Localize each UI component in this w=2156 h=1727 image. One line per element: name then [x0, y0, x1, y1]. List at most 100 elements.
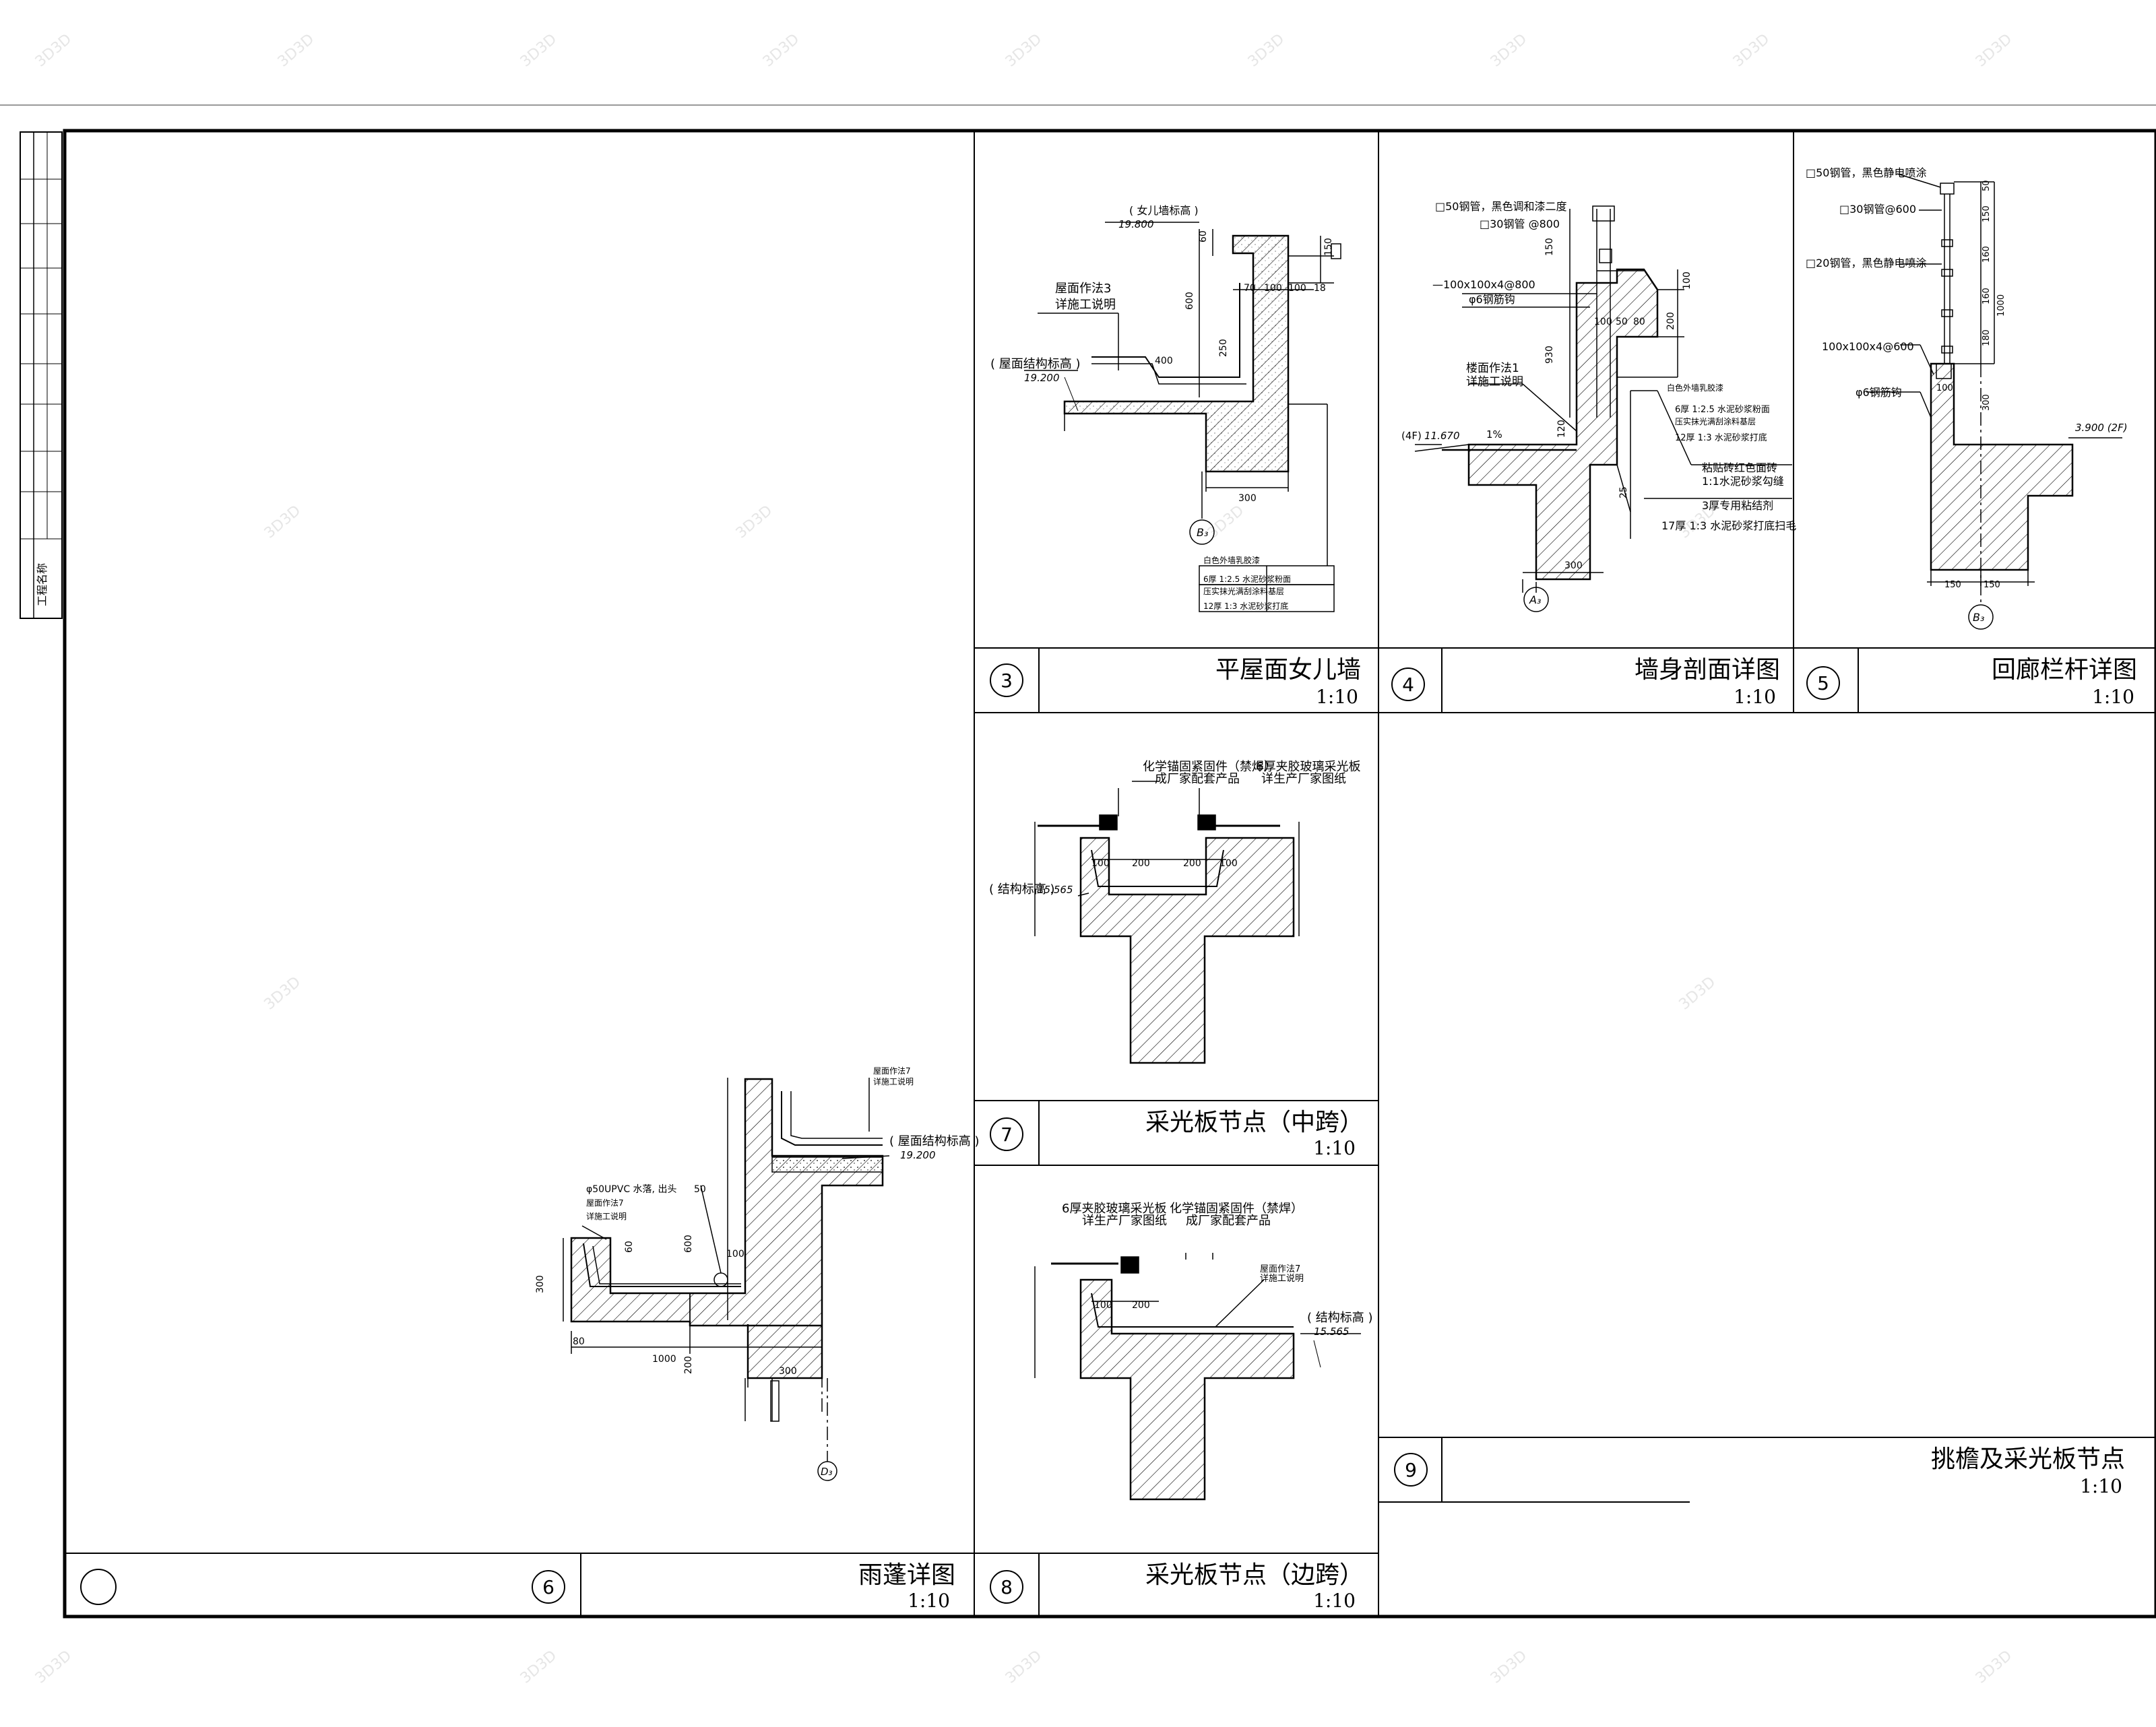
svg-text:120: 120 — [1556, 420, 1567, 438]
svg-text:1:10: 1:10 — [1734, 686, 1776, 708]
watermark-text: 3D3D — [1245, 31, 1288, 71]
svg-text:200: 200 — [1132, 858, 1150, 869]
svg-text:600: 600 — [1184, 292, 1195, 310]
watermark-text: 3D3D — [261, 974, 304, 1014]
svg-text:详施工说明: 详施工说明 — [1055, 298, 1116, 312]
svg-text:60: 60 — [624, 1241, 635, 1253]
detail-3-text: ( 女儿墙标高 ) 19.800 屋面作法3 详施工说明 ( 屋面结构标高 ) … — [990, 204, 1334, 611]
svg-text:粘贴砖红色面砖: 粘贴砖红色面砖 — [1702, 461, 1777, 474]
svg-text:详生产厂家图纸: 详生产厂家图纸 — [1261, 772, 1346, 786]
svg-text:200: 200 — [1132, 1300, 1150, 1311]
svg-text:详施工说明: 详施工说明 — [873, 1076, 914, 1086]
svg-text:压实抹光满刮涂料基层: 压实抹光满刮涂料基层 — [1675, 416, 1756, 426]
svg-text:3: 3 — [1001, 670, 1013, 692]
svg-text:100: 100 — [1091, 858, 1110, 869]
svg-text:1:10: 1:10 — [908, 1590, 950, 1612]
watermark-text: 3D3D — [1676, 974, 1719, 1014]
watermark-text: 3D3D — [261, 502, 304, 542]
watermark-text: 3D3D — [1003, 31, 1045, 71]
svg-text:平屋面女儿墙: 平屋面女儿墙 — [1215, 656, 1361, 684]
svg-text:( 屋面结构标高 ): ( 屋面结构标高 ) — [990, 357, 1081, 371]
watermark-text: 3D3D — [517, 31, 560, 71]
sidebar-strip — [20, 131, 63, 619]
watermark-text: 3D3D — [733, 502, 775, 542]
svg-text:200: 200 — [1183, 858, 1201, 869]
svg-text:100: 100 — [1682, 271, 1692, 290]
svg-text:100: 100 — [1219, 858, 1238, 869]
detail-5-railing — [1866, 173, 2122, 630]
svg-text:12厚 1:3 水泥砂浆打底: 12厚 1:3 水泥砂浆打底 — [1203, 601, 1288, 611]
svg-text:7: 7 — [1001, 1123, 1013, 1146]
svg-text:楼面作法1: 楼面作法1 — [1466, 362, 1519, 375]
svg-text:雨蓬详图: 雨蓬详图 — [858, 1561, 955, 1589]
svg-text:详生产厂家图纸: 详生产厂家图纸 — [1082, 1214, 1167, 1228]
svg-text:φ50UPVC 水落, 出头: φ50UPVC 水落, 出头 — [586, 1184, 676, 1195]
svg-text:成厂家配套产品: 成厂家配套产品 — [1155, 772, 1240, 786]
svg-text:15.565: 15.565 — [1314, 1326, 1350, 1338]
svg-text:( 女儿墙标高 ): ( 女儿墙标高 ) — [1129, 204, 1199, 217]
detail-6-text: 屋面作法7 详施工说明 φ50UPVC 水落, 出头 屋面作法7 详施工说明 (… — [535, 1066, 980, 1478]
detail-7-text: 化学锚固紧固件（禁焊） 成厂家配套产品 6厚夹胶玻璃采光板 详生产厂家图纸 ( … — [989, 760, 1360, 897]
watermark-text: 3D3D — [275, 31, 317, 71]
watermark-text: 3D3D — [1730, 31, 1773, 71]
title-block-3: 3 平屋面女儿墙 1:10 — [990, 656, 1361, 708]
svg-text:D₃: D₃ — [821, 1466, 833, 1478]
svg-text:100: 100 — [1264, 283, 1282, 294]
svg-text:屋面作法7: 屋面作法7 — [586, 1198, 624, 1208]
watermark-layer: 3D3D 3D3D 3D3D 3D3D 3D3D 3D3D 3D3D 3D3D … — [32, 31, 2015, 1687]
svg-text:B₃: B₃ — [1197, 526, 1208, 539]
svg-text:A₃: A₃ — [1529, 593, 1541, 606]
watermark-text: 3D3D — [760, 31, 802, 71]
svg-text:50: 50 — [694, 1184, 706, 1195]
title-block-7: 7 采光板节点（中跨） 1:10 — [990, 1109, 1364, 1159]
svg-text:详施工说明: 详施工说明 — [586, 1211, 627, 1221]
svg-text:压实抹光满刮涂料基层: 压实抹光满刮涂料基层 — [1203, 586, 1284, 596]
svg-text:300: 300 — [779, 1366, 797, 1377]
title-block-5: 5 回廊栏杆详图 1:10 — [1806, 656, 2137, 708]
svg-text:φ6钢筋钩: φ6钢筋钩 — [1469, 293, 1515, 306]
watermark-text: 3D3D — [32, 1648, 75, 1687]
svg-text:150: 150 — [1544, 238, 1555, 256]
svg-text:1:10: 1:10 — [2092, 686, 2134, 708]
detail-8-text: 6厚夹胶玻璃采光板 详生产厂家图纸 化学锚固紧固件（禁焊） 成厂家配套产品 屋面… — [1062, 1202, 1373, 1338]
svg-text:□30钢管 @800: □30钢管 @800 — [1480, 218, 1560, 230]
svg-text:8: 8 — [1001, 1576, 1013, 1598]
detail-4-text: □50钢管，黑色调和漆二度 □30钢管 @800 —100x100x4@800 … — [1401, 200, 1796, 606]
svg-text:100: 100 — [726, 1249, 744, 1260]
svg-text:19.200: 19.200 — [1024, 372, 1060, 384]
svg-text:化学锚固紧固件（禁焊）: 化学锚固紧固件（禁焊） — [1170, 1202, 1303, 1216]
svg-text:300: 300 — [1981, 394, 1992, 411]
svg-text:□20钢管，黑色静电喷涂: □20钢管，黑色静电喷涂 — [1806, 257, 1926, 269]
svg-text:3.900 (2F): 3.900 (2F) — [2075, 422, 2128, 434]
svg-text:1000: 1000 — [1996, 294, 2006, 317]
watermark-text: 3D3D — [1973, 31, 2015, 71]
svg-text:屋面作法7: 屋面作法7 — [873, 1066, 911, 1076]
svg-text:化学锚固紧固件（禁焊）: 化学锚固紧固件（禁焊） — [1143, 760, 1276, 774]
svg-text:( 屋面结构标高 ): ( 屋面结构标高 ) — [889, 1134, 980, 1148]
svg-text:成厂家配套产品: 成厂家配套产品 — [1186, 1214, 1271, 1228]
title-block-8: 8 采光板节点（边跨） 1:10 — [990, 1561, 1364, 1612]
svg-text:180: 180 — [1981, 329, 1992, 346]
svg-text:19.800: 19.800 — [1118, 218, 1154, 230]
svg-text:4: 4 — [1402, 674, 1414, 696]
watermark-text: 3D3D — [1488, 31, 1530, 71]
svg-text:墙身剖面详图: 墙身剖面详图 — [1635, 656, 1780, 684]
svg-text:11.670: 11.670 — [1424, 430, 1460, 442]
svg-text:930: 930 — [1544, 346, 1555, 364]
svg-text:—100x100x4@800: —100x100x4@800 — [1432, 278, 1535, 291]
svg-text:□30钢管@600: □30钢管@600 — [1839, 203, 1916, 216]
svg-text:1:10: 1:10 — [2080, 1475, 2122, 1497]
svg-text:160: 160 — [1981, 246, 1992, 263]
detail-5-text: □50钢管，黑色静电喷涂 □30钢管@600 □20钢管，黑色静电喷涂 100x… — [1806, 166, 2128, 624]
svg-text:300: 300 — [535, 1275, 546, 1293]
svg-text:12厚 1:3 水泥砂浆打底: 12厚 1:3 水泥砂浆打底 — [1675, 432, 1767, 443]
svg-text:1:1水泥砂浆勾缝: 1:1水泥砂浆勾缝 — [1702, 475, 1784, 488]
main-frame — [63, 129, 2156, 1619]
svg-text:5: 5 — [1817, 672, 1829, 694]
svg-text:1000: 1000 — [652, 1354, 676, 1365]
detail-8-skylight-edge — [1034, 1253, 1361, 1501]
detail-3-parapet — [1024, 222, 1341, 612]
svg-text:250: 250 — [1218, 339, 1229, 357]
